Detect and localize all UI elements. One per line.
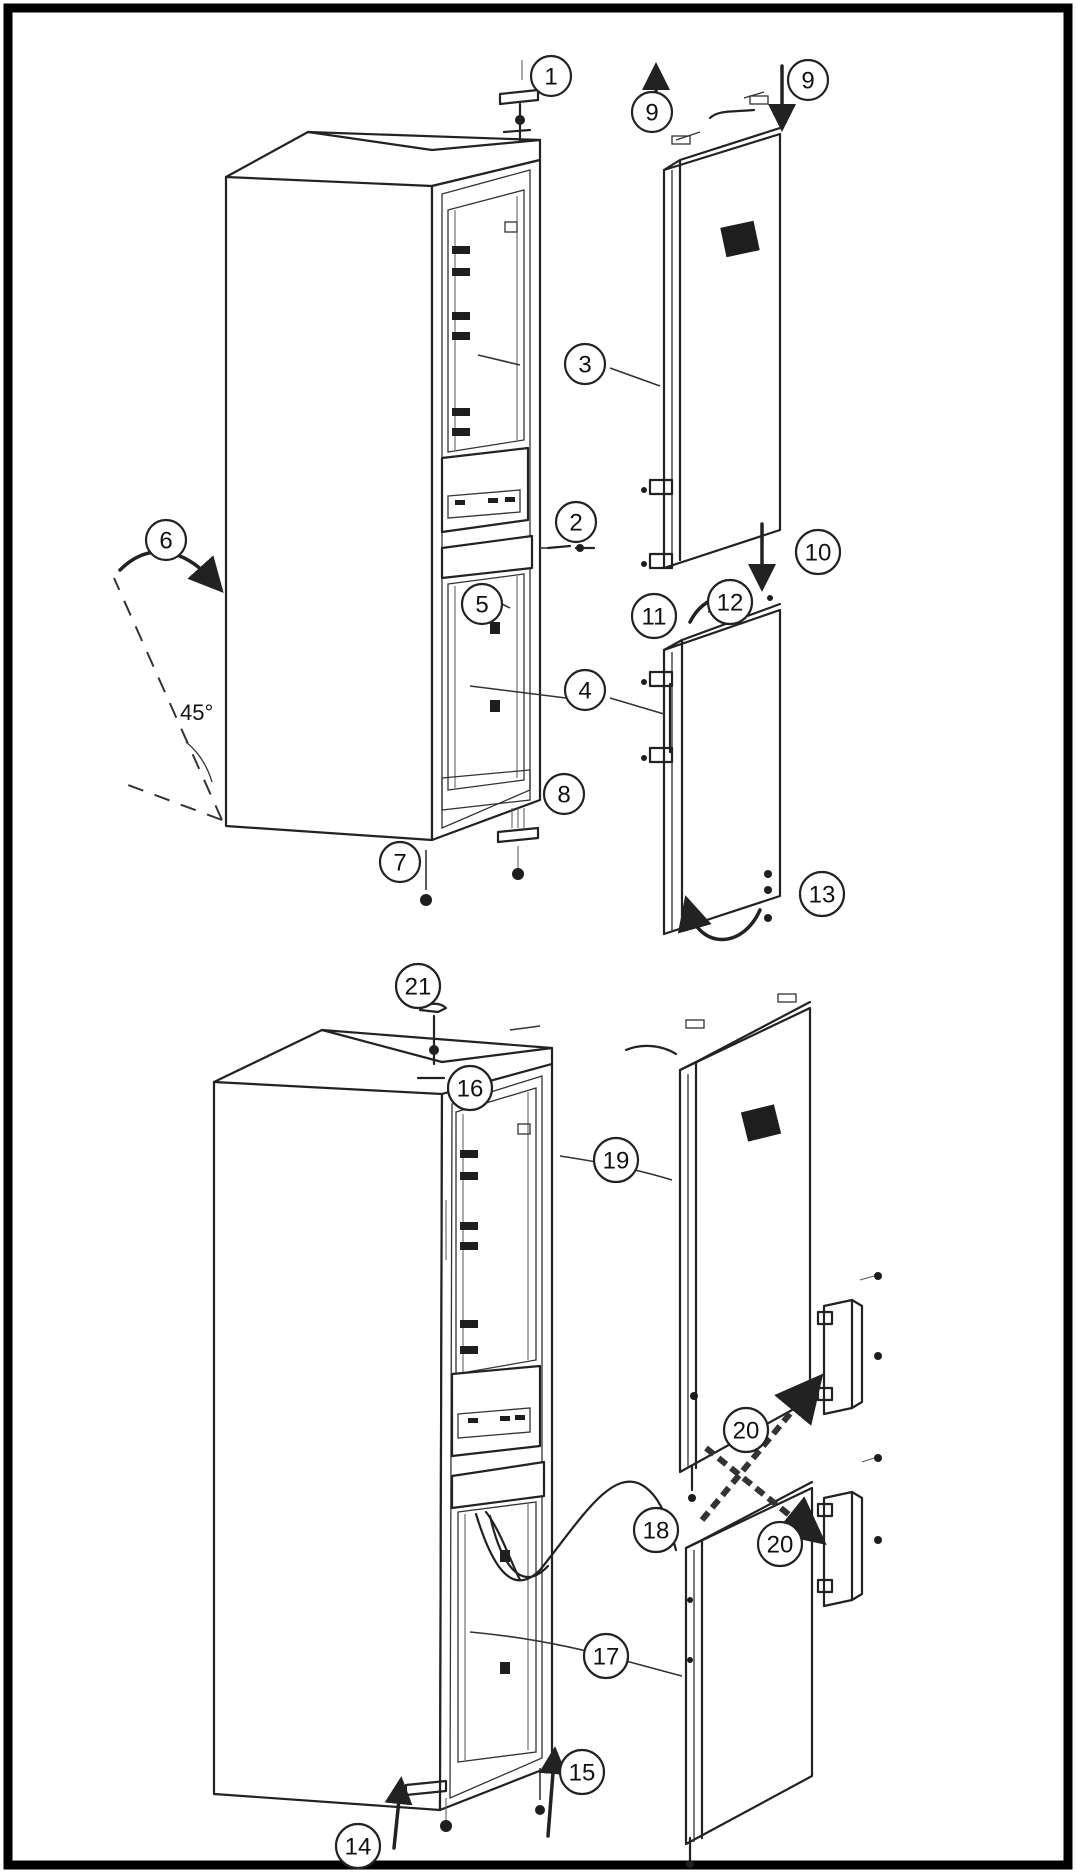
handle-fridge bbox=[816, 1272, 882, 1416]
callout-4: 4 bbox=[563, 668, 607, 712]
callout-11: 11 bbox=[630, 592, 678, 640]
svg-text:20: 20 bbox=[733, 1418, 760, 1445]
fridge-door-top bbox=[641, 91, 782, 570]
svg-text:7: 7 bbox=[393, 850, 406, 877]
svg-text:3: 3 bbox=[578, 352, 591, 379]
svg-text:8: 8 bbox=[557, 782, 570, 809]
callout-2: 2 bbox=[554, 500, 598, 544]
svg-text:21: 21 bbox=[405, 974, 432, 1001]
callout-20b: 20 bbox=[756, 1520, 804, 1568]
callout-16: 16 bbox=[446, 1064, 494, 1112]
fridge-door-bottom bbox=[624, 993, 812, 1502]
svg-text:16: 16 bbox=[457, 1076, 484, 1103]
callout-9b: 9 bbox=[786, 58, 830, 102]
callout-6: 6 bbox=[144, 518, 188, 562]
svg-text:15: 15 bbox=[569, 1760, 596, 1787]
callout-15: 15 bbox=[558, 1748, 606, 1796]
svg-text:4: 4 bbox=[578, 678, 591, 705]
callout-13: 13 bbox=[798, 870, 846, 918]
callout-14: 14 bbox=[334, 1822, 382, 1870]
svg-text:13: 13 bbox=[809, 882, 836, 909]
outer-border bbox=[3, 3, 1073, 1870]
svg-text:9: 9 bbox=[801, 68, 814, 95]
callout-8: 8 bbox=[542, 772, 586, 816]
svg-text:18: 18 bbox=[643, 1518, 670, 1545]
callout-17: 17 bbox=[582, 1632, 630, 1680]
callout-3: 3 bbox=[563, 342, 607, 386]
freezer-door-bottom bbox=[684, 1480, 814, 1868]
fridge-body-top bbox=[224, 60, 596, 906]
callout-7: 7 bbox=[378, 840, 422, 884]
svg-text:6: 6 bbox=[159, 528, 172, 555]
svg-text:9: 9 bbox=[645, 100, 658, 127]
svg-text:1: 1 bbox=[544, 64, 557, 91]
svg-text:5: 5 bbox=[475, 592, 488, 619]
tilt-indicator: 45° bbox=[113, 550, 224, 821]
angle-label: 45° bbox=[180, 700, 213, 725]
fridge-body-bottom bbox=[212, 1002, 678, 1832]
svg-text:2: 2 bbox=[569, 510, 582, 537]
svg-text:19: 19 bbox=[603, 1148, 630, 1175]
svg-text:17: 17 bbox=[593, 1644, 620, 1671]
svg-text:10: 10 bbox=[805, 540, 832, 567]
svg-text:12: 12 bbox=[717, 590, 744, 617]
handle-freezer bbox=[816, 1454, 882, 1608]
callout-5: 5 bbox=[460, 582, 504, 626]
callout-19: 19 bbox=[592, 1136, 640, 1184]
freezer-door-top bbox=[641, 602, 782, 936]
svg-text:14: 14 bbox=[345, 1834, 372, 1861]
callout-21: 21 bbox=[394, 962, 442, 1010]
svg-text:20: 20 bbox=[767, 1532, 794, 1559]
callout-12: 12 bbox=[706, 578, 754, 626]
callout-1: 1 bbox=[529, 54, 573, 98]
callout-9a: 9 bbox=[630, 90, 674, 134]
callout-20a: 20 bbox=[722, 1406, 770, 1454]
callout-10: 10 bbox=[794, 528, 842, 576]
callout-18: 18 bbox=[632, 1506, 680, 1554]
svg-text:11: 11 bbox=[642, 604, 667, 631]
